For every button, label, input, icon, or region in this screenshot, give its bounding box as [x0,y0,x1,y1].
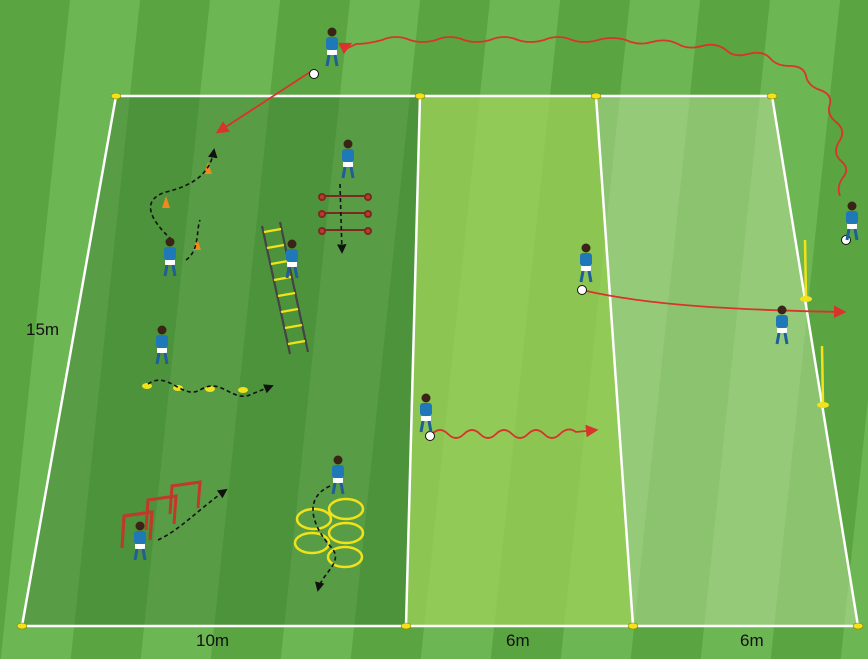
ball-icon [309,69,319,79]
player-icon [155,325,169,365]
cone-icon [852,622,864,630]
cone-icon [162,196,170,208]
yellow-markers [142,383,248,393]
cone-icon [627,622,639,630]
zone-2-width-label: 6m [506,631,530,650]
player-icon [163,237,177,277]
player-icon [579,243,593,283]
cone-icon [800,296,812,302]
cone-icon [238,387,248,393]
ball-icon [841,235,851,245]
hurdle-icon [120,480,202,549]
cone-icon [16,622,28,630]
cone-icon [400,622,412,630]
agility-ladder-icon [260,221,310,355]
player-icon [285,239,299,279]
corner-markers [16,92,864,630]
cone-icon [414,92,426,100]
player-icon [331,455,345,495]
speed-ring-icon [293,497,365,569]
pole-icon [803,239,825,405]
cone-icon [205,386,215,392]
cone-icon [590,92,602,100]
cone-icon [766,92,778,100]
side-length-label: 15m [26,320,60,339]
mini-hurdle-icon [318,193,372,235]
cone-icon [817,402,829,408]
ball-icon [425,431,435,441]
zone-3-width-label: 6m [740,631,764,650]
cone-icon [110,92,122,100]
zone-1-width-label: 10m [196,631,230,650]
player-icon [133,521,147,561]
run-paths [147,148,347,592]
ball-icon [577,285,587,295]
players [133,27,859,561]
player-icon [775,305,789,345]
player-icon [845,201,859,241]
dribble-paths [215,36,848,439]
cone-icon [142,383,152,389]
player-icon [419,393,433,433]
player-icon [325,27,339,67]
zone-2 [406,96,633,626]
player-icon [341,139,355,179]
